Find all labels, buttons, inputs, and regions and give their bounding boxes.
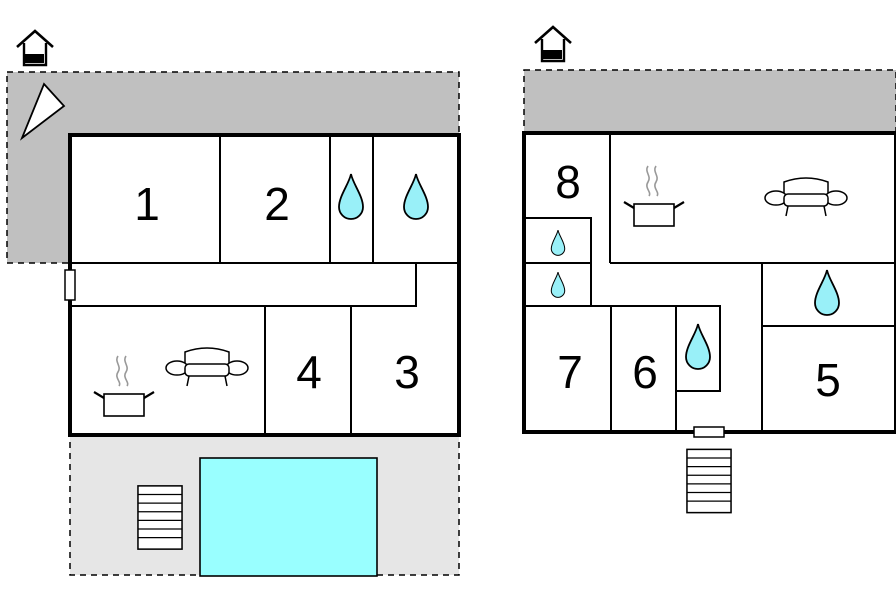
house-icon-door [25, 54, 44, 63]
interior-walls [70, 135, 459, 435]
ground-floor-plan: 1 2 3 4 [6, 29, 461, 577]
interior-walls [524, 133, 896, 432]
pool [199, 457, 378, 577]
room-label-6: 6 [632, 346, 658, 398]
room-label-3: 3 [394, 346, 420, 398]
room-label-7: 7 [557, 346, 583, 398]
entrance-door [64, 269, 76, 301]
house-icon-door [543, 50, 562, 59]
room-label-1: 1 [134, 178, 160, 230]
upper-floor-plan: 8 7 6 5 [522, 25, 896, 514]
room-label-2: 2 [264, 178, 290, 230]
entrance-door [693, 426, 725, 438]
compass-north-icon [19, 82, 66, 141]
room-label-8: 8 [555, 156, 581, 208]
room-label-4: 4 [296, 346, 322, 398]
room-label-5: 5 [815, 354, 841, 406]
balcony-area [523, 69, 896, 134]
stairs-icon [137, 485, 183, 550]
stairs-icon [686, 448, 732, 514]
